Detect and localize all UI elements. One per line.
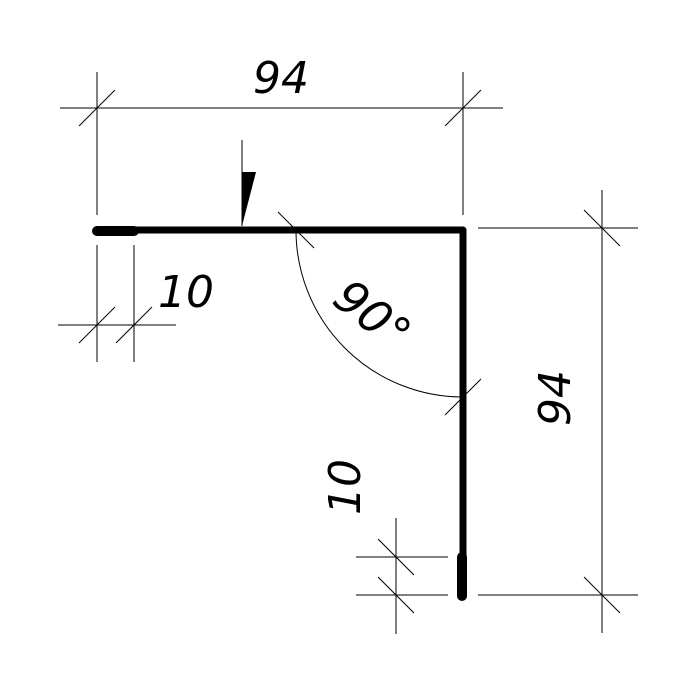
view-arrow-head [242, 172, 256, 226]
right-height-label: 94 [530, 370, 581, 426]
bottom-fold-dimension [356, 518, 448, 634]
profile-outline [93, 226, 467, 599]
angle-label: 90° [324, 268, 422, 361]
top-width-dimension [60, 72, 503, 215]
profile-main-flanges [93, 226, 467, 599]
left-fold-tick-1 [78, 306, 116, 344]
right-dim-tick-bottom [583, 576, 621, 614]
top-dim-tick-left [78, 89, 116, 127]
top-dim-tick-right [444, 89, 482, 127]
bottom-fold-tick-2 [377, 576, 415, 614]
left-fold-dimension [58, 245, 176, 362]
right-height-dimension [478, 190, 638, 633]
right-dim-tick-top [583, 209, 621, 247]
bottom-fold-label: 10 [320, 459, 371, 515]
angle-marker [277, 211, 482, 416]
top-width-label: 94 [253, 53, 309, 104]
left-fold-tick-2 [115, 306, 153, 344]
bottom-fold-tick-1 [377, 538, 415, 576]
angle-arc [295, 229, 464, 398]
view-arrow [241, 140, 256, 226]
angle-tick-top [277, 211, 315, 249]
left-fold-label: 10 [158, 267, 214, 318]
angle-tick-right [444, 378, 482, 416]
